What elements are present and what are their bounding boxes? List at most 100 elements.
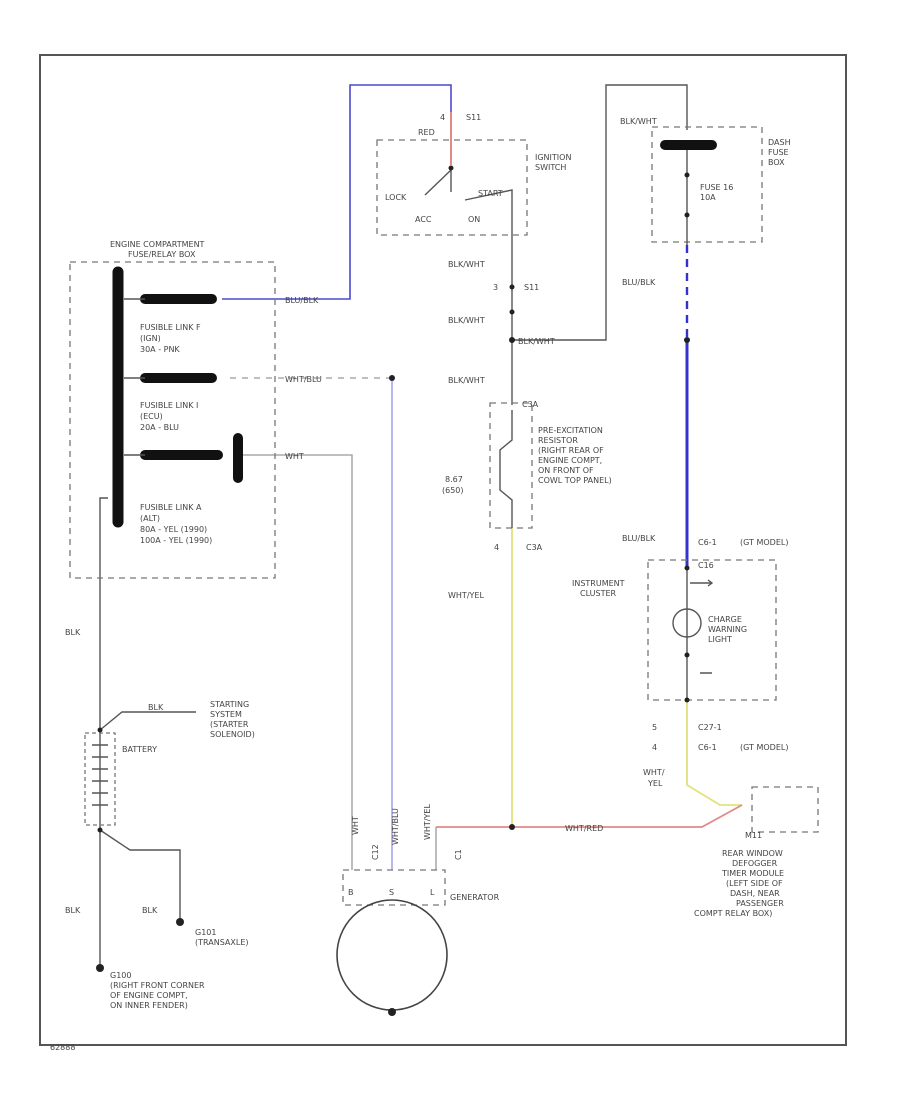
label-wht-yel-2: WHT/YEL bbox=[643, 768, 665, 788]
battery-cells bbox=[92, 744, 108, 806]
label-s11-top: S11 bbox=[466, 113, 481, 122]
label-c12: C12 bbox=[371, 844, 380, 860]
wire-wht-red-gen-l bbox=[436, 804, 743, 828]
label-blk-wht-1: BLK/WHT bbox=[448, 260, 485, 269]
charge-light-arrow bbox=[690, 579, 714, 674]
cluster-node-c bbox=[684, 697, 690, 703]
cluster-node-b bbox=[684, 652, 690, 658]
label-wire-wht: WHT bbox=[285, 452, 304, 461]
label-g101: G101(TRANSAXLE) bbox=[195, 928, 249, 947]
label-wht-yel: WHT/YEL bbox=[448, 591, 484, 600]
generator-symbol bbox=[336, 899, 448, 1011]
battery-positive-node bbox=[97, 727, 103, 733]
label-pin-4: 4 bbox=[652, 743, 657, 752]
label-c27: C27-1 bbox=[698, 723, 722, 732]
ignition-switch-box bbox=[376, 139, 528, 236]
bus-tap-f bbox=[124, 298, 145, 456]
splice-s11-b bbox=[509, 309, 515, 315]
label-gt-model-2: (GT MODEL) bbox=[740, 743, 788, 752]
label-on: ON bbox=[468, 215, 480, 224]
ground-g101 bbox=[176, 918, 184, 926]
label-c3: 3 bbox=[493, 283, 498, 292]
label-blk-wht-2: BLK/WHT bbox=[448, 316, 485, 325]
wire-wht-gen-b bbox=[240, 454, 353, 870]
fuse-16-dot-b bbox=[684, 212, 690, 218]
label-link-a: FUSIBLE LINK A(ALT)80A - YEL (1990)100A … bbox=[140, 503, 212, 545]
wire-blk-wht-fuse bbox=[512, 84, 688, 341]
label-start: START bbox=[478, 189, 503, 198]
wire-wht-yel-cluster-out bbox=[686, 700, 742, 806]
label-blk-left2: BLK bbox=[65, 906, 81, 915]
label-battery: BATTERY bbox=[122, 745, 157, 754]
label-gen-s: S bbox=[389, 888, 394, 897]
splice-blk-wht bbox=[509, 337, 515, 343]
label-c16: C16 bbox=[698, 561, 714, 570]
diagram-frame bbox=[39, 54, 847, 1046]
label-blk-wht-splice: BLK/WHT bbox=[518, 337, 555, 346]
wire-blk-starter bbox=[99, 711, 196, 731]
label-c4: 4 bbox=[440, 113, 445, 122]
pre-excitation-resistor-box bbox=[489, 402, 533, 529]
label-corner-id: 62888 bbox=[50, 1043, 75, 1052]
splice-s11-a bbox=[509, 284, 515, 290]
label-wht-red: WHT/RED bbox=[565, 824, 603, 833]
label-wht-blu-gen: WHT/BLU bbox=[391, 808, 400, 845]
label-pin-5: 5 bbox=[652, 723, 657, 732]
label-acc: ACC bbox=[415, 215, 432, 224]
label-wht-yel-gen: WHT/YEL bbox=[423, 804, 432, 840]
wire-blu-blk-ign bbox=[222, 84, 452, 300]
charge-warning-light-icon bbox=[672, 608, 702, 638]
label-gen-l: L bbox=[430, 888, 435, 897]
label-c3a: C3A bbox=[522, 400, 539, 409]
dash-fuse-box bbox=[651, 126, 763, 243]
generator-connector-box bbox=[342, 869, 446, 906]
splice-blu-blk bbox=[684, 337, 690, 343]
ign-node bbox=[448, 165, 454, 171]
wire-blk-g101 bbox=[99, 829, 181, 920]
label-blk-wht-top: BLK/WHT bbox=[620, 117, 657, 126]
label-blk-gnd: BLK bbox=[142, 906, 158, 915]
label-gen-b: B bbox=[348, 888, 354, 897]
label-wire-wht-blu: WHT/BLU bbox=[285, 375, 322, 384]
ign-switch-contacts bbox=[424, 169, 513, 201]
label-link-f: FUSIBLE LINK F(IGN)30A - PNK bbox=[140, 323, 201, 354]
label-c3a-b: C3A bbox=[526, 543, 543, 552]
rear-defogger-module-box bbox=[751, 786, 819, 833]
label-gt-model-1: (GT MODEL) bbox=[740, 538, 788, 547]
generator-ground-node bbox=[388, 1008, 396, 1016]
label-num-4: 4 bbox=[494, 543, 499, 552]
label-link-i: FUSIBLE LINK I(ECU)20A - BLU bbox=[140, 401, 198, 432]
label-wire-blu-blk: BLU/BLK bbox=[285, 296, 319, 305]
label-c1-r: C1 bbox=[454, 849, 463, 860]
engine-fuse-relay-box bbox=[69, 261, 276, 579]
label-s11-mid: S11 bbox=[524, 283, 539, 292]
label-blk-wht-3: BLK/WHT bbox=[448, 376, 485, 385]
label-ohm: 8.67(650) bbox=[442, 475, 464, 495]
fuse-16-dot-a bbox=[684, 172, 690, 178]
label-c6-1b: C6-1 bbox=[698, 743, 717, 752]
label-wht-gen: WHT bbox=[351, 816, 360, 835]
label-blu-blk-right2: BLU/BLK bbox=[622, 534, 656, 543]
splice-wht-yel-red bbox=[509, 824, 515, 830]
cluster-node-a bbox=[684, 565, 690, 571]
label-c6-1: C6-1 bbox=[698, 538, 717, 547]
label-generator: GENERATOR bbox=[450, 893, 500, 902]
ground-g100 bbox=[96, 964, 104, 972]
label-blu-blk-right: BLU/BLK bbox=[622, 278, 656, 287]
label-lock: LOCK bbox=[385, 193, 407, 202]
instrument-cluster-box bbox=[647, 559, 777, 701]
label-blk-left: BLK bbox=[65, 628, 81, 637]
label-blk-start: BLK bbox=[148, 703, 164, 712]
splice-wht-blu bbox=[389, 375, 395, 381]
battery-symbol bbox=[84, 732, 116, 826]
